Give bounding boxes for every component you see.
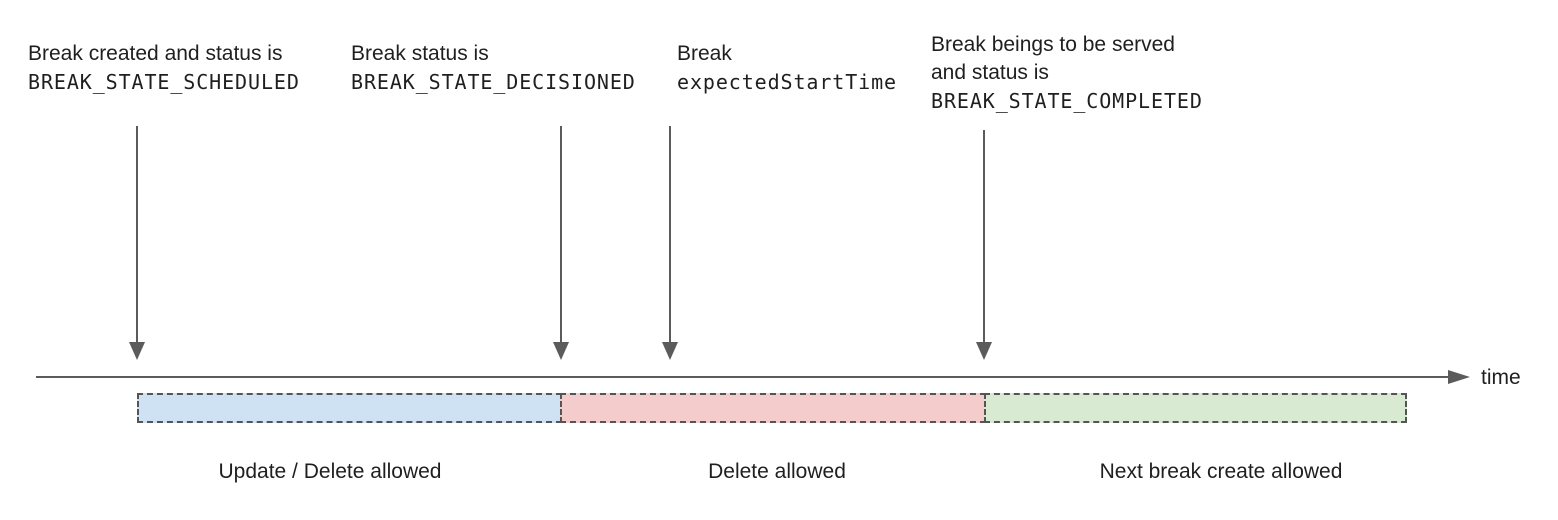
arrow-line — [136, 126, 138, 342]
segment-label-update-delete: Update / Delete allowed — [218, 460, 442, 483]
arrow-down-icon — [553, 342, 569, 360]
annotation-expected-start-code: expectedStartTime — [677, 70, 897, 94]
time-axis-arrow-icon — [1448, 370, 1470, 384]
time-axis-line — [36, 376, 1450, 378]
segment-label-next-break-create: Next break create allowed — [1099, 460, 1343, 483]
annotation-completed-code: BREAK_STATE_COMPLETED — [931, 89, 1203, 113]
annotation-completed: Break beings to be served and status is … — [931, 31, 1203, 115]
arrow-line — [983, 130, 985, 342]
arrow-down-icon — [129, 342, 145, 360]
annotation-completed-text2: and status is — [931, 61, 1049, 84]
annotation-decisioned-text: Break status is — [351, 42, 489, 65]
annotation-decisioned: Break status is BREAK_STATE_DECISIONED — [351, 40, 636, 96]
arrow-line — [669, 126, 671, 342]
segment-delete-allowed — [560, 393, 986, 423]
annotation-scheduled-code: BREAK_STATE_SCHEDULED — [28, 70, 300, 94]
segment-label-delete: Delete allowed — [708, 460, 846, 483]
annotation-completed-text: Break beings to be served — [931, 33, 1175, 56]
segment-update-delete-allowed — [137, 393, 562, 423]
annotation-expected-start: Break expectedStartTime — [677, 40, 897, 96]
annotation-expected-start-text: Break — [677, 42, 732, 65]
arrow-down-icon — [662, 342, 678, 360]
annotation-decisioned-code: BREAK_STATE_DECISIONED — [351, 70, 636, 94]
arrow-line — [560, 126, 562, 342]
time-axis-label: time — [1481, 366, 1521, 389]
arrow-down-icon — [976, 342, 992, 360]
annotation-scheduled-text: Break created and status is — [28, 42, 283, 65]
segment-next-break-create-allowed — [984, 393, 1407, 423]
annotation-scheduled: Break created and status is BREAK_STATE_… — [28, 40, 300, 96]
